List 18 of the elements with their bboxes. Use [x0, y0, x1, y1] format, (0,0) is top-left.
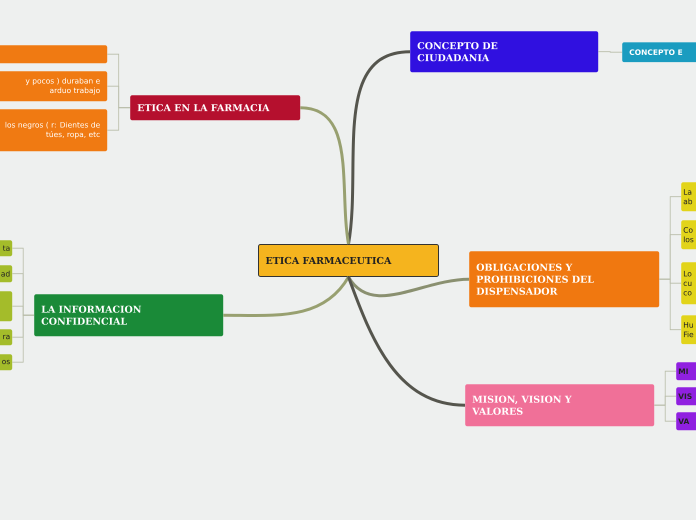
connector-line: [347, 276, 470, 298]
topic-box: MISION, VISION Y VALORES: [465, 384, 654, 426]
subtopic-box: [0, 291, 12, 322]
subtopic-box: [0, 45, 108, 64]
connector-line: [654, 404, 676, 422]
connector-line: [107, 107, 130, 131]
topic-box: CONCEPTO DE CIUDADANIA: [410, 31, 598, 72]
connector-line: [659, 278, 682, 330]
connector-line: [347, 276, 466, 407]
connector-line: [347, 50, 410, 244]
topic-box: ETICA EN LA FARMACIA: [130, 95, 300, 120]
connector-line: [223, 276, 350, 317]
connector-line: [300, 106, 350, 244]
connector-line: [12, 314, 34, 363]
topic-box: LA INFORMACION CONFIDENCIAL: [34, 294, 224, 336]
connector-line: [598, 51, 622, 53]
topic-box: OBLIGACIONES Y PROHIBICIONES DEL DISPENSADOR: [469, 251, 660, 308]
central-topic-box: ETICA FARMACEUTICA: [258, 244, 439, 277]
